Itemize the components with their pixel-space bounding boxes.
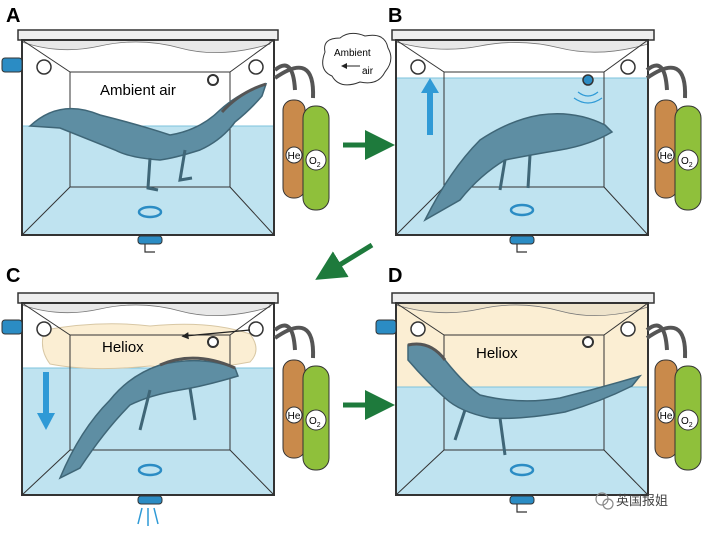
drain-ring xyxy=(137,463,163,477)
drain-ring xyxy=(509,203,535,217)
ring-port xyxy=(207,74,219,86)
inlet-port xyxy=(248,321,264,337)
he-label: He xyxy=(288,411,301,422)
watermark: 英国报姐 xyxy=(595,492,668,510)
o2-label: O2 xyxy=(309,416,321,429)
note-line-1: Ambient xyxy=(334,48,371,59)
inlet-port xyxy=(620,59,636,75)
cylinder-pair: He O2 xyxy=(645,63,702,211)
alligator xyxy=(28,82,268,192)
panel-letter: D xyxy=(388,265,402,287)
gas-label: Heliox xyxy=(102,339,144,356)
inlet-port xyxy=(410,321,426,337)
inlet-port xyxy=(410,59,426,75)
gas-flow-arrow xyxy=(181,329,251,340)
side-port xyxy=(1,319,23,335)
o2-label: O2 xyxy=(309,156,321,169)
inlet-port xyxy=(36,59,52,75)
water-drain-spray xyxy=(137,507,159,526)
side-port xyxy=(1,57,23,73)
tank-back-wall xyxy=(69,334,231,451)
gas-label: Ambient air xyxy=(100,82,176,99)
panel-letter: B xyxy=(388,5,402,27)
alligator xyxy=(58,356,239,480)
drain-valve xyxy=(137,235,163,245)
inlet-port xyxy=(248,59,264,75)
o2-label: O2 xyxy=(681,416,693,429)
panel-d: D Heliox xyxy=(375,265,655,513)
gas-label: Heliox xyxy=(476,345,518,362)
ring-port xyxy=(582,336,594,348)
o2-label: O2 xyxy=(681,156,693,169)
step-arrow-b-to-c xyxy=(315,242,374,280)
cylinder-pair: He O2 xyxy=(273,323,330,471)
drain-ring xyxy=(509,463,535,477)
tank-box xyxy=(21,302,275,496)
tank-box xyxy=(395,302,649,496)
panel-c: C Heliox xyxy=(1,265,279,526)
cylinder-pair: He O2 xyxy=(273,63,330,211)
he-label: He xyxy=(660,151,673,162)
air-bubble-port xyxy=(582,74,594,86)
heliox-cloud xyxy=(41,323,257,370)
side-port xyxy=(375,319,397,335)
drain-valve xyxy=(509,495,535,505)
drain-ring xyxy=(137,205,163,219)
tank-box xyxy=(395,39,649,236)
lid-cloth xyxy=(21,39,271,54)
tank-lid xyxy=(17,29,279,41)
alligator xyxy=(407,342,643,456)
tank-box xyxy=(21,39,275,236)
panel-a: A Ambient air xyxy=(1,5,279,253)
ring-port xyxy=(207,336,219,348)
alligator xyxy=(423,113,614,222)
drain-valve xyxy=(137,495,163,505)
lid-cloth xyxy=(395,39,649,53)
tank-lid xyxy=(391,292,655,304)
cylinder-pair: He O2 xyxy=(645,323,702,471)
panel-letter: A xyxy=(6,5,20,27)
inlet-port xyxy=(620,321,636,337)
panel-letter: C xyxy=(6,265,20,287)
watermark-text: 英国报姐 xyxy=(616,493,668,508)
inlet-port xyxy=(36,321,52,337)
panel-b: B Ambient air xyxy=(322,5,655,253)
note-line-2: air xyxy=(362,66,374,77)
he-label: He xyxy=(660,411,673,422)
tank-lid xyxy=(17,292,279,304)
tank-lid xyxy=(391,29,655,41)
he-label: He xyxy=(288,151,301,162)
ambient-air-note: Ambient air xyxy=(322,32,392,86)
drain-valve xyxy=(509,235,535,245)
